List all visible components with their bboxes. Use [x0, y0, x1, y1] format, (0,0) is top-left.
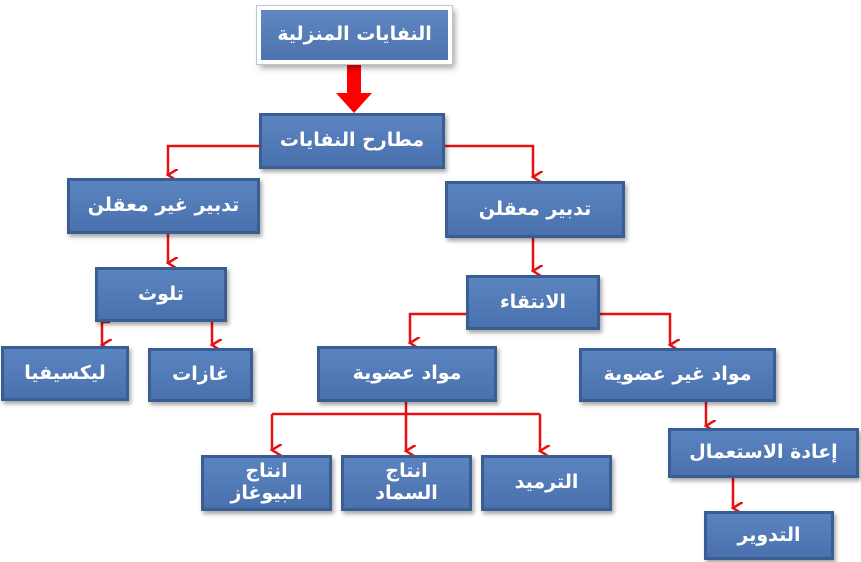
node-biogas: انتاج البيوغاز [201, 455, 332, 511]
arrow-pollution-to-leachate [102, 320, 110, 345]
node-organic: مواد عضوية [317, 346, 497, 402]
node-landfilling: الترميد [481, 455, 612, 511]
root-to-landfills-arrow [336, 65, 372, 113]
node-sorting: الانتقاء [466, 275, 600, 330]
node-pollution: تلوث [95, 267, 227, 322]
node-recycling: التدوير [704, 511, 834, 560]
node-managed: تدبير معقلن [445, 181, 625, 238]
node-gases: غازات [148, 348, 253, 402]
node-unmanaged: تدبير غير معقلن [67, 178, 260, 234]
node-landfills: مطارح النفايات [259, 113, 445, 169]
node-compost: انتاج السماد [341, 455, 472, 511]
arrow-landfills-to-unmanaged [168, 144, 260, 175]
node-leachate: ليكسيفيا [1, 346, 129, 401]
arrow-sorting-to-organic [410, 312, 466, 343]
node-inorganic: مواد غير عضوية [579, 348, 776, 402]
arrow-landfills-to-managed [444, 144, 533, 177]
node-reuse: إعادة الاستعمال [668, 428, 859, 478]
node-household-waste: النفايات المنزلية [256, 5, 453, 65]
arrow-organic-to-compost [272, 412, 540, 451]
arrow-sorting-to-inorganic [600, 312, 670, 345]
